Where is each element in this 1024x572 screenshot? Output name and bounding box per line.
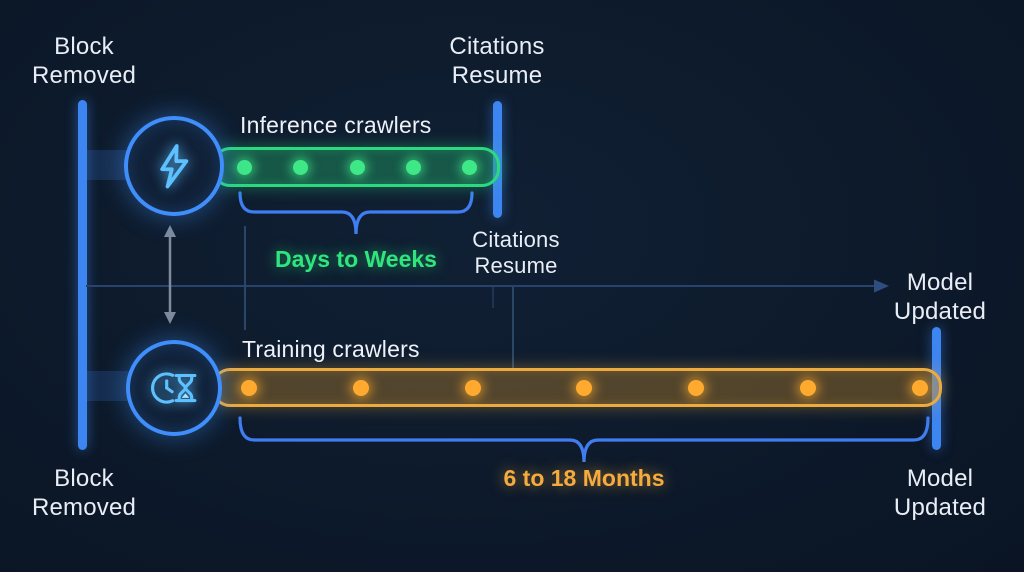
- inference-crawlers-label: Inference crawlers: [240, 112, 432, 138]
- training-timeline-bar: [212, 368, 942, 407]
- timeline-dot: [462, 159, 477, 175]
- training-dots: [215, 371, 939, 404]
- timeline-dot: [464, 379, 481, 396]
- hourglass-sand: [181, 393, 190, 398]
- timeline-dot: [800, 379, 817, 396]
- timeline-dot: [349, 159, 365, 175]
- model-updated-marker-bar: [932, 327, 941, 450]
- block-removed-marker-bar: [78, 100, 87, 450]
- inference-timeline-bar: [212, 147, 500, 187]
- inference-duration-label: Days to Weeks: [275, 246, 437, 272]
- timeline-dot: [241, 379, 257, 396]
- block-removed-bottom-caption: Block Removed: [31, 465, 137, 521]
- timeline-dot: [405, 159, 421, 175]
- up-arrowhead-icon: [164, 225, 176, 237]
- timeline-dot: [911, 379, 928, 396]
- clock-hourglass-icon: [151, 372, 197, 404]
- training-duration-label: 6 to 18 Months: [503, 465, 665, 491]
- citations-resume-inline-caption: Citations Resume: [472, 227, 560, 278]
- lightning-bolt-icon: [160, 144, 189, 189]
- model-updated-top-caption: Model Updated: [893, 269, 987, 325]
- citations-resume-top-caption: Citations Resume: [449, 33, 545, 89]
- block-removed-top-caption: Block Removed: [31, 33, 137, 89]
- timeline-dot: [688, 379, 705, 396]
- training-crawlers-label: Training crawlers: [242, 336, 420, 362]
- down-arrowhead-icon: [164, 312, 176, 324]
- timeline-dot: [576, 379, 593, 396]
- model-updated-bottom-caption: Model Updated: [893, 465, 987, 521]
- training-icon-circle: [126, 340, 222, 436]
- inference-icon-circle: [124, 116, 224, 216]
- inference-dots: [215, 150, 497, 184]
- training-duration-brace: [238, 416, 930, 463]
- timeline-dot: [352, 379, 369, 396]
- inference-duration-brace: [238, 191, 474, 235]
- timeline-dot: [237, 159, 252, 175]
- timeline-dot: [293, 159, 309, 175]
